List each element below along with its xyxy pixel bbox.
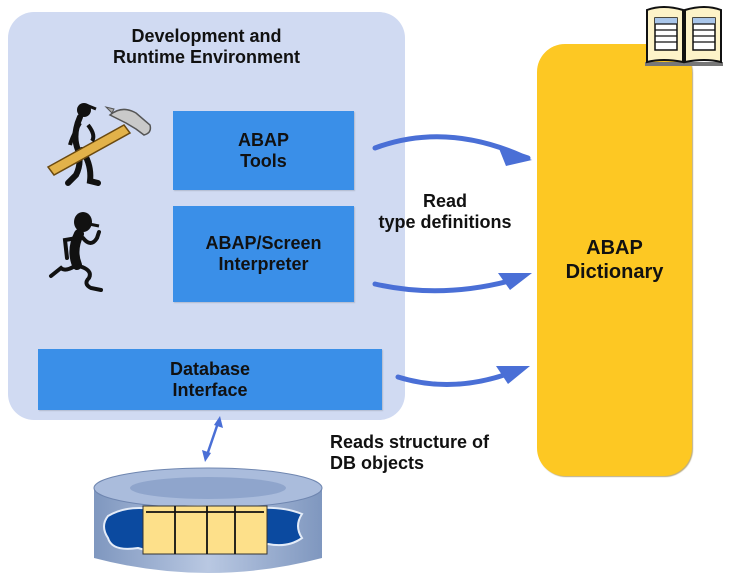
open-book-icon (645, 6, 723, 66)
dictionary-line1: ABAP (586, 237, 643, 259)
environment-title-line2: Runtime Environment (112, 47, 300, 67)
running-figure-icon (49, 212, 103, 292)
arrow-interpreter-to-dictionary (372, 275, 523, 294)
abap-dictionary-box: ABAP Dictionary (537, 44, 692, 476)
db-interface-line1: Database (169, 358, 251, 379)
dictionary-line2: Dictionary (565, 261, 664, 283)
abap-tools-line1: ABAP (237, 129, 289, 150)
arrow-dbi-to-dictionary (395, 367, 521, 388)
arrow-tools-head (498, 146, 532, 166)
abap-screen-interpreter-box: ABAP/Screen Interpreter (173, 206, 354, 302)
arrow-dbi-head (496, 366, 530, 384)
worker-with-hammer-icon (46, 103, 152, 186)
abap-tools-line2: Tools (240, 150, 287, 171)
arrow-interpreter-head (498, 273, 532, 290)
database-cylinder-icon (93, 467, 323, 573)
interpreter-line2: Interpreter (218, 254, 309, 274)
read-label-line2: type definitions (378, 212, 512, 232)
read-label-line1: Read (422, 191, 467, 211)
db-double-arrow (204, 419, 221, 459)
reads-label-line1: Reads structure of (330, 432, 490, 452)
read-type-definitions-label: Read type definitions (360, 191, 530, 233)
db-arrow-head-down (202, 450, 211, 462)
db-interface-line2: Interface (172, 379, 248, 400)
abap-tools-box: ABAP Tools (173, 111, 354, 190)
interpreter-line1: ABAP/Screen (205, 233, 322, 253)
reads-label-line2: DB objects (330, 453, 425, 473)
reads-structure-label: Reads structure of DB objects (330, 432, 530, 474)
database-interface-box: Database Interface (38, 349, 382, 410)
environment-title-line1: Development and (131, 26, 282, 46)
environment-title: Development and Runtime Environment (8, 26, 405, 68)
db-arrow-head-up (214, 416, 223, 428)
